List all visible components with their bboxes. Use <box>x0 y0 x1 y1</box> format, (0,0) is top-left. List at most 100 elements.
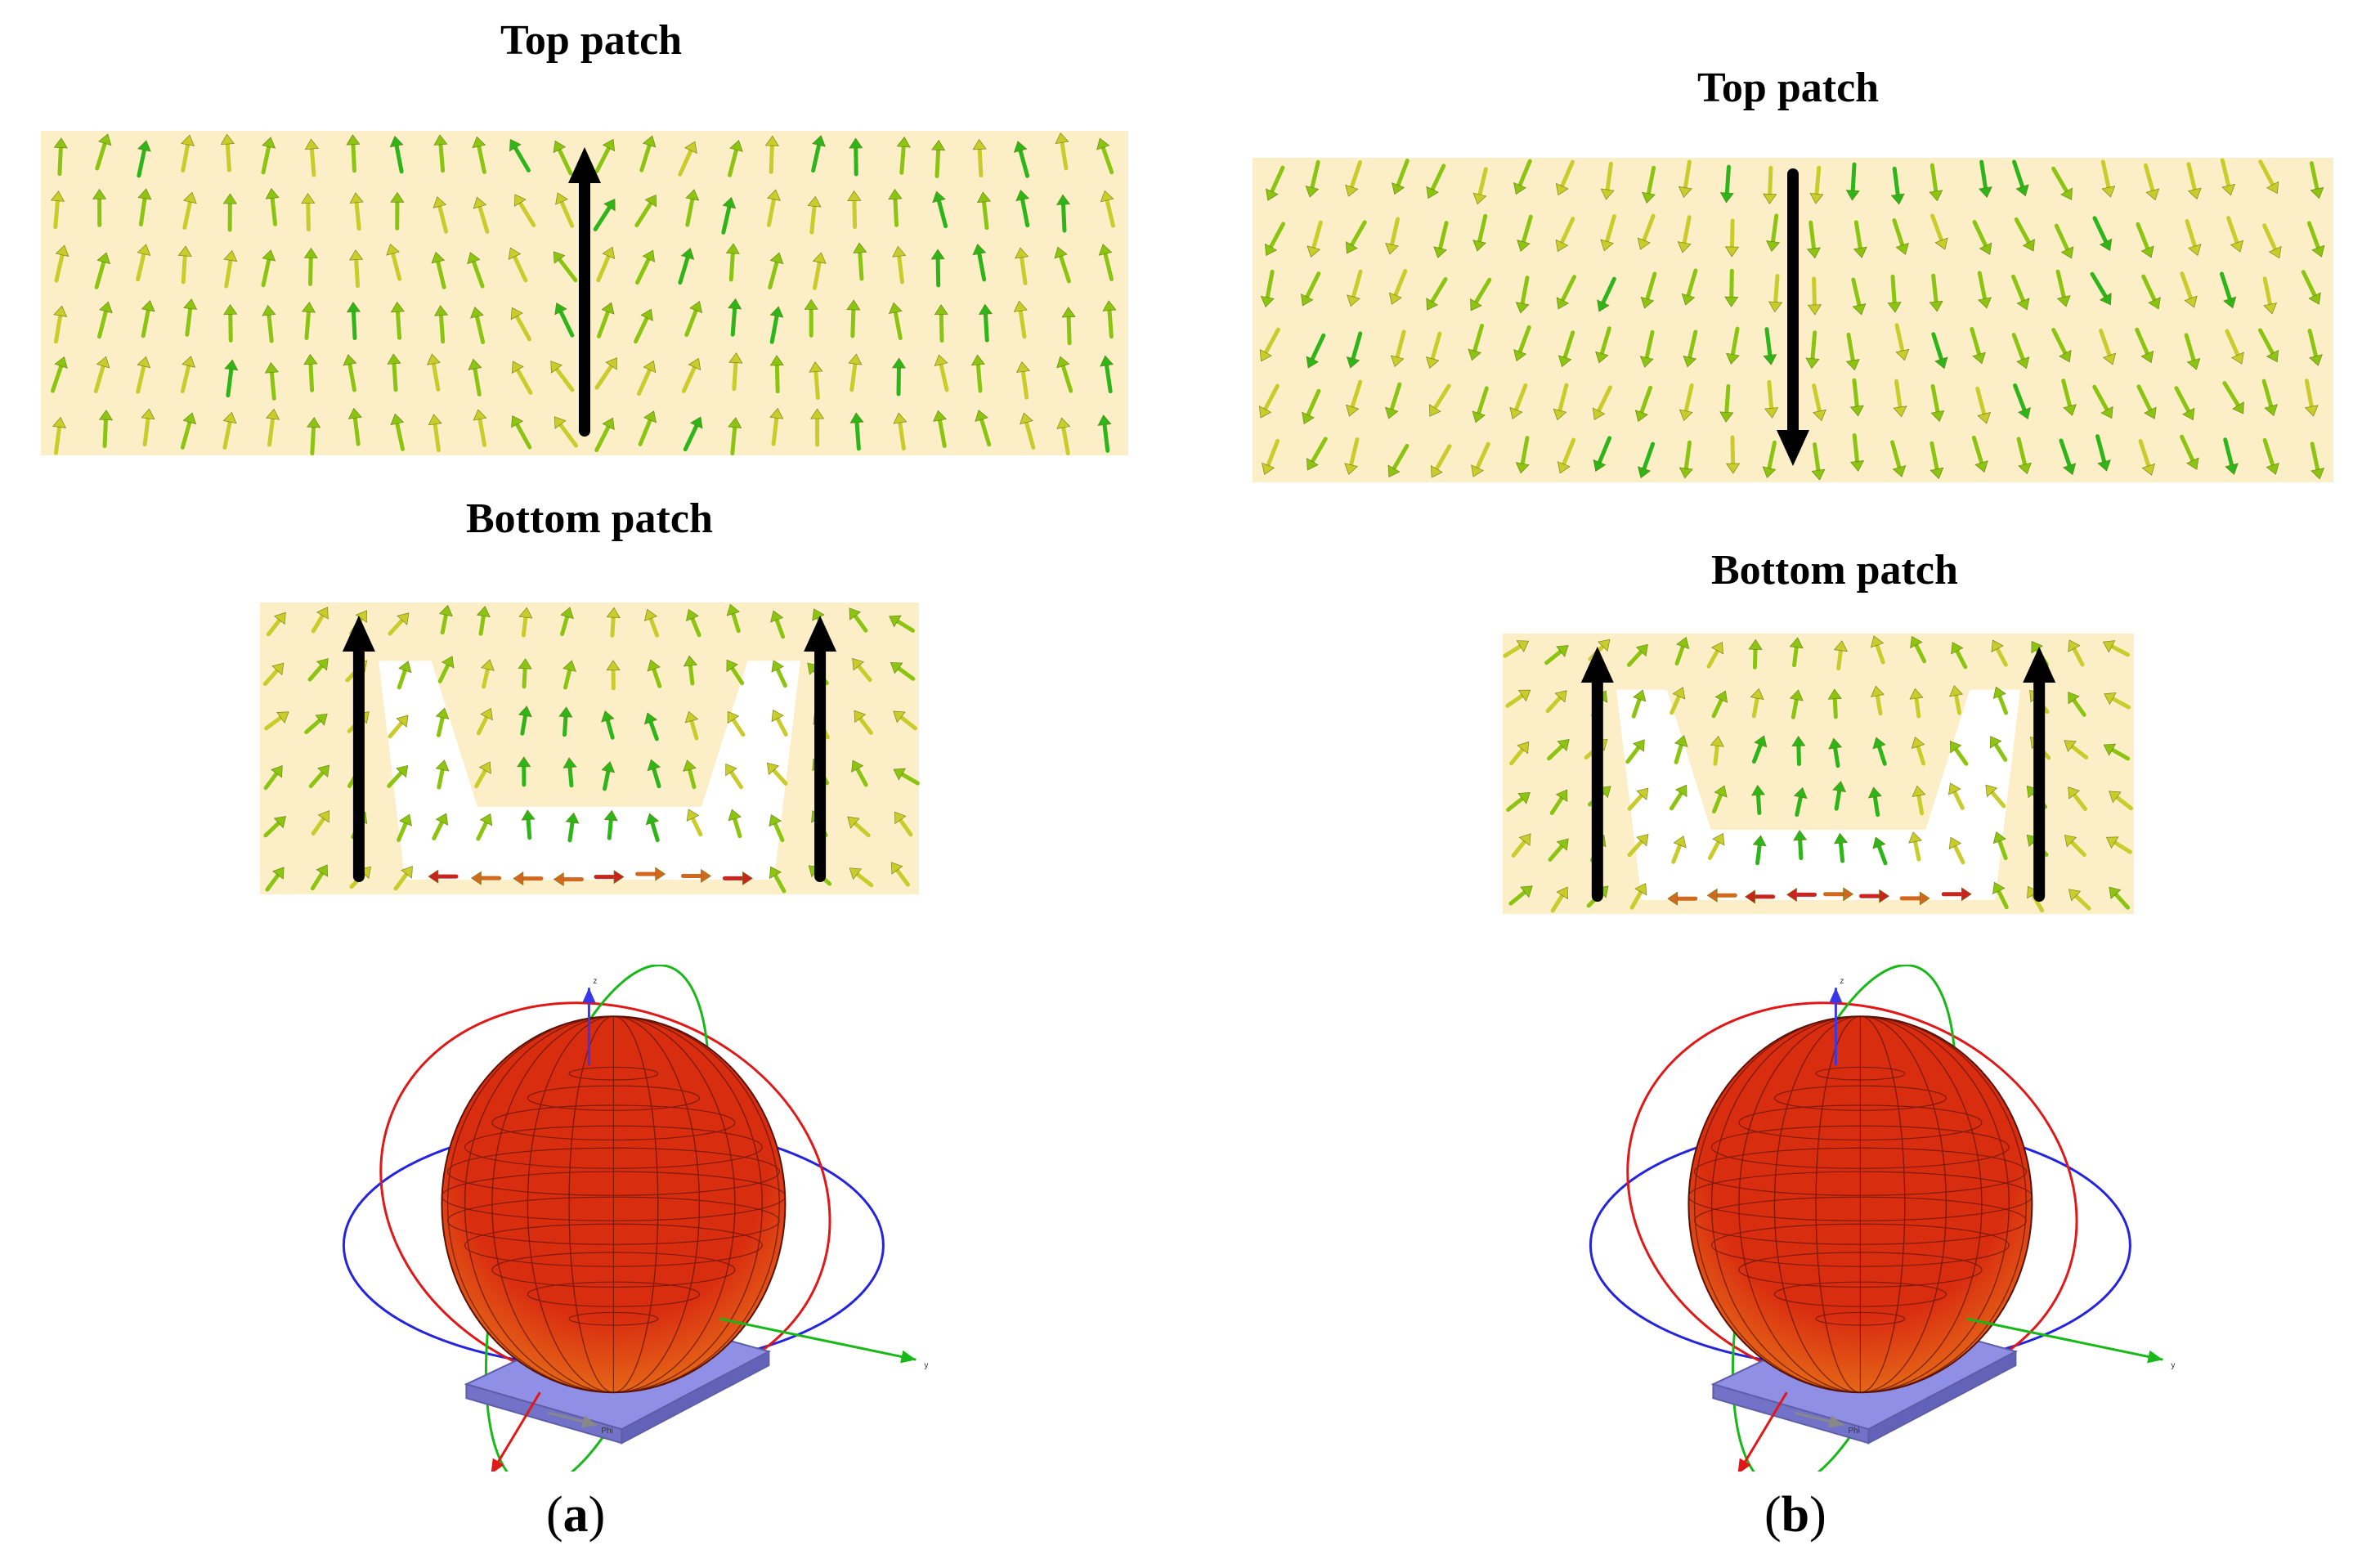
current-vector-arrow <box>433 134 448 173</box>
current-vector-arrow <box>1948 782 1965 810</box>
current-vector-arrow <box>1949 741 1969 766</box>
current-vector-arrow <box>1870 635 1885 665</box>
current-vector-arrow <box>932 190 948 229</box>
current-vector-arrow <box>1828 737 1843 768</box>
current-vector-arrow <box>1600 214 1616 252</box>
current-vector-arrow <box>1745 889 1776 904</box>
radiation-pattern-a: zyxPhi <box>327 964 932 1490</box>
current-vector-arrow <box>2014 217 2035 252</box>
current-vector-arrow <box>684 710 699 741</box>
current-vector-arrow <box>266 408 280 447</box>
current-vector-arrow <box>1908 831 1922 862</box>
current-vector-arrow <box>554 416 579 448</box>
current-vector-arrow <box>1930 213 1948 250</box>
current-vector-arrow <box>1547 738 1570 761</box>
bottom-patch-current-field-a <box>260 603 920 894</box>
current-vector-arrow <box>1344 437 1360 475</box>
current-vector-arrow <box>1911 737 1926 766</box>
current-vector-arrow <box>975 410 992 447</box>
current-vector-arrow <box>1346 331 1363 369</box>
current-vector-arrow <box>476 813 493 841</box>
current-vector-arrow <box>1719 383 1734 423</box>
current-vector-arrow <box>1674 735 1688 764</box>
current-vector-arrow <box>1390 329 1406 367</box>
current-vector-arrow <box>1951 642 1968 670</box>
current-vector-arrow <box>1887 274 1902 313</box>
current-vector-arrow <box>550 361 575 392</box>
current-vector-arrow <box>1555 159 1575 196</box>
current-vector-arrow <box>1948 836 1965 865</box>
current-vector-arrow <box>804 298 818 338</box>
phi-label-label: Phi <box>601 1427 612 1436</box>
current-vector-arrow <box>2092 384 2113 419</box>
current-vector-arrow <box>1851 277 1867 316</box>
current-vector-arrow <box>1872 836 1888 866</box>
current-vector-arrow <box>1867 786 1882 818</box>
current-vector-arrow <box>769 813 785 843</box>
current-vector-arrow <box>1894 323 1910 361</box>
current-vector-arrow <box>560 607 574 637</box>
current-vector-arrow <box>2219 271 2237 309</box>
current-vector-arrow <box>769 306 784 344</box>
current-vector-arrow <box>2306 221 2325 258</box>
current-vector-arrow <box>977 191 992 231</box>
current-vector-arrow <box>2103 743 2131 761</box>
current-vector-arrow <box>517 756 531 787</box>
current-vector-arrow <box>1989 736 2008 762</box>
current-vector-arrow <box>310 864 329 891</box>
current-vector-arrow <box>1793 786 1808 818</box>
current-vector-arrow <box>1054 246 1071 284</box>
current-vector-arrow <box>721 196 737 235</box>
current-vector-arrow <box>2222 381 2244 414</box>
current-vector-arrow <box>304 138 319 177</box>
current-vector-arrow <box>92 188 107 227</box>
current-vector-arrow <box>183 298 198 337</box>
current-vector-arrow <box>593 199 616 231</box>
current-vector-arrow <box>1472 386 1489 423</box>
current-vector-arrow <box>346 302 361 340</box>
current-vector-arrow <box>726 603 741 634</box>
current-vector-arrow <box>2180 271 2198 308</box>
current-vector-arrow <box>1707 833 1725 860</box>
current-vector-arrow <box>594 417 615 452</box>
current-vector-arrow <box>1015 361 1030 400</box>
current-vector-arrow <box>2016 437 2032 475</box>
current-vector-arrow <box>851 759 868 787</box>
current-vector-arrow <box>1710 735 1724 766</box>
current-vector-arrow <box>1805 330 1820 370</box>
current-vector-arrow <box>606 660 621 691</box>
current-vector-arrow <box>137 188 152 226</box>
current-vector-arrow <box>728 298 742 337</box>
current-vector-arrow <box>1899 891 1930 906</box>
current-vector-arrow <box>1468 323 1485 361</box>
current-vector-arrow <box>1845 162 1860 201</box>
current-vector-arrow <box>224 359 239 398</box>
lobe-mesh <box>441 1015 786 1393</box>
current-vector-arrow <box>1833 832 1849 863</box>
current-vector-arrow <box>2184 333 2201 370</box>
current-vector-arrow <box>2109 791 2134 811</box>
current-vector-arrow <box>390 191 405 231</box>
current-vector-arrow <box>1264 222 1286 257</box>
current-vector-arrow <box>428 869 459 884</box>
current-vector-arrow <box>606 607 621 638</box>
current-vector-arrow <box>223 303 238 343</box>
current-vector-arrow <box>1013 141 1030 178</box>
current-vector-arrow <box>1766 213 1781 253</box>
current-vector-arrow <box>1991 639 2008 667</box>
current-vector-arrow <box>1015 247 1029 286</box>
current-vector-arrow <box>511 361 533 395</box>
current-vector-arrow <box>553 140 573 176</box>
current-vector-arrow <box>1725 326 1740 365</box>
current-vector-arrow <box>2226 216 2244 253</box>
current-vector-arrow <box>849 412 864 451</box>
current-vector-arrow <box>978 303 993 343</box>
current-vector-arrow <box>1706 641 1724 669</box>
current-vector-arrow <box>387 764 409 788</box>
current-vector-arrow <box>1811 442 1826 481</box>
current-vector-arrow <box>304 713 328 734</box>
current-vector-arrow <box>634 194 657 228</box>
current-vector-arrow <box>347 407 362 446</box>
current-vector-arrow <box>1426 276 1448 311</box>
